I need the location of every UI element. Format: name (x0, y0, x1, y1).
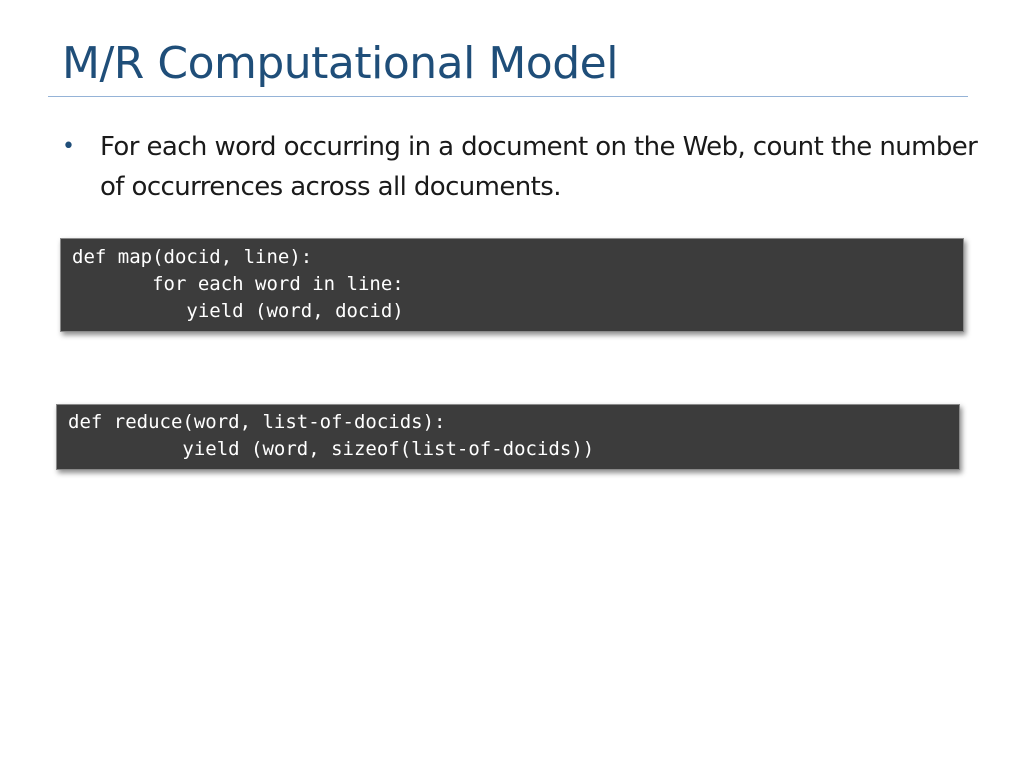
title-divider (48, 96, 968, 97)
reduce-code-block: def reduce(word, list-of-docids): yield … (56, 404, 960, 470)
map-code-block: def map(docid, line): for each word in l… (60, 238, 964, 332)
bullet-text: For each word occurring in a document on… (100, 132, 978, 202)
code-line: for each word in line: (72, 273, 404, 295)
code-line: def reduce(word, list-of-docids): (68, 411, 446, 433)
bullet-marker: • (62, 134, 75, 159)
code-line: yield (word, sizeof(list-of-docids)) (68, 438, 595, 460)
slide-title: M/R Computational Model (62, 38, 618, 89)
code-line: yield (word, docid) (72, 300, 404, 322)
code-line: def map(docid, line): (72, 246, 313, 268)
